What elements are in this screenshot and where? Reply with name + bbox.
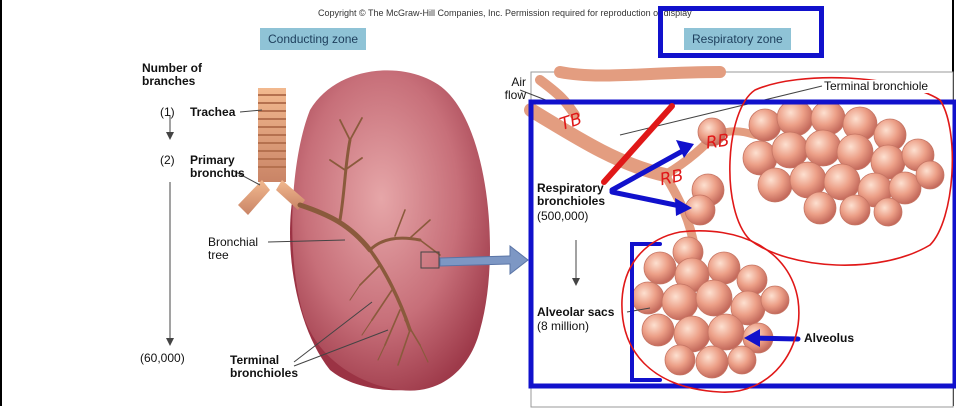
primary-bronchus-label: Primary bronchus (190, 154, 245, 180)
bronchial-tree-label: Bronchial tree (208, 236, 258, 262)
trachea-illustration (238, 88, 305, 215)
annotation-rb-top: RB (705, 130, 731, 153)
conducting-zone-label: Conducting zone (260, 28, 366, 50)
trachea-count: (1) (160, 106, 175, 119)
lung (292, 70, 490, 390)
trachea-label: Trachea (190, 106, 235, 119)
arrowhead-terminal-count (166, 338, 174, 346)
respiratory-bronchioles-count: (500,000) (537, 210, 588, 223)
terminal-bronchioles-label: Terminal bronchioles (230, 354, 298, 380)
terminal-bronchiole-label: Terminal bronchiole (824, 80, 928, 93)
alveolar-sacs-count: (8 million) (537, 320, 589, 333)
terminal-bronchioles-count: (60,000) (140, 352, 185, 365)
respiratory-zone-highlight-box (658, 6, 824, 58)
air-flow-label: Air flow (498, 76, 526, 102)
alveolus-label: Alveolus (804, 332, 854, 345)
number-of-branches-heading: Number of branches (142, 62, 202, 88)
alveolar-sacs-label: Alveolar sacs (537, 306, 614, 319)
primary-bronchus-count: (2) (160, 154, 175, 167)
arrowhead-primary (166, 132, 174, 140)
respiratory-bronchioles-label: Respiratory bronchioles (537, 182, 605, 208)
